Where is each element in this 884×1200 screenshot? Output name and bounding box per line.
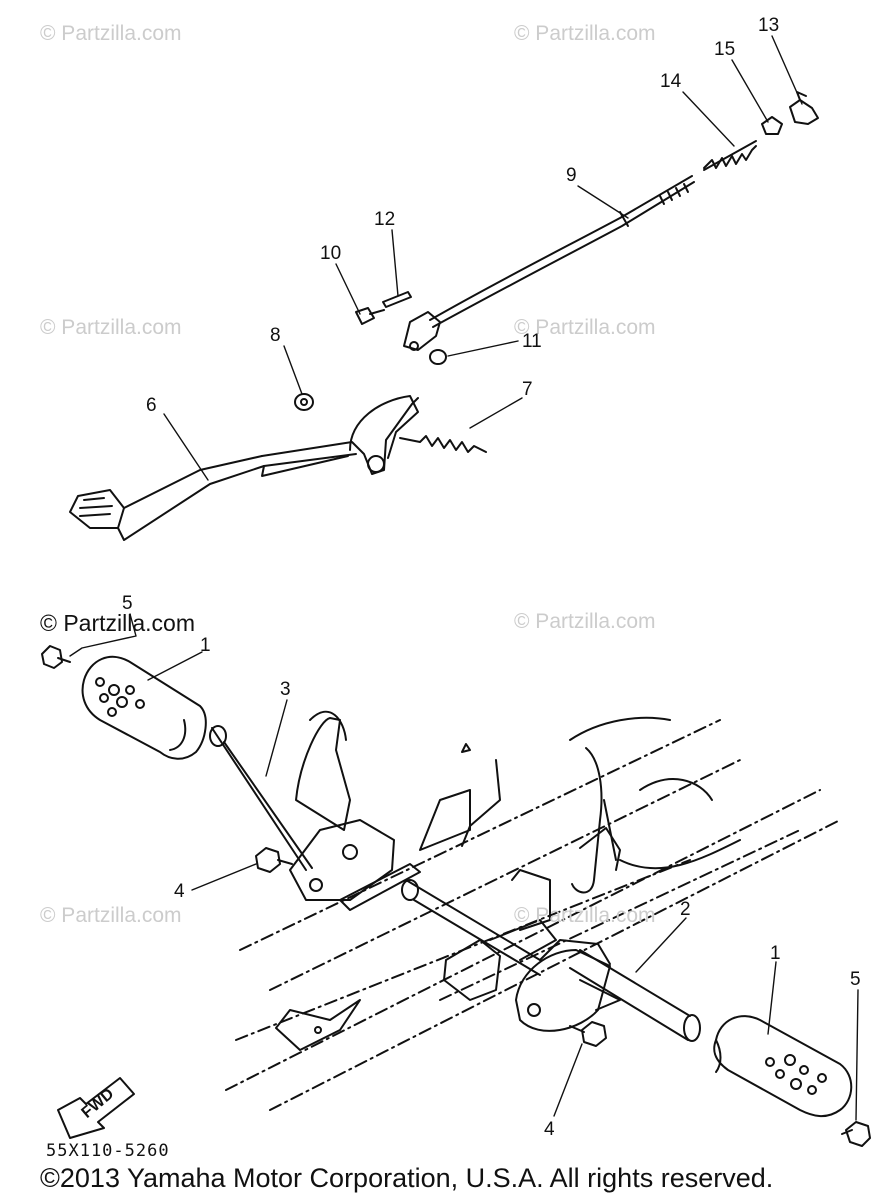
part-4-bolt-right[interactable] [569, 1021, 607, 1047]
callout-5-left[interactable]: 5 [122, 593, 133, 614]
watermark: © Partzilla.com [514, 610, 656, 633]
callout-8[interactable]: 8 [270, 325, 281, 346]
part-7-return-spring[interactable] [399, 435, 487, 453]
callout-13[interactable]: 13 [758, 15, 780, 36]
part-15-collar[interactable] [761, 116, 783, 135]
callout-4-left[interactable]: 4 [174, 881, 185, 902]
part-9-brake-rod[interactable] [429, 175, 695, 328]
callout-1-left[interactable]: 1 [200, 635, 211, 656]
center-frame-cross-bar [401, 743, 621, 1001]
watermark: © Partzilla.com [514, 904, 656, 927]
callout-7[interactable]: 7 [522, 379, 533, 400]
callout-11[interactable]: 11 [522, 331, 542, 352]
part-13-adjusting-nut[interactable] [789, 91, 819, 125]
callout-15[interactable]: 15 [714, 39, 736, 60]
part-2-footrest-bracket-right[interactable] [515, 939, 701, 1042]
drawing-code: 55X110-5260 [46, 1141, 170, 1161]
part-1-footrest-left[interactable] [81, 655, 207, 760]
part-6-brake-pedal[interactable] [69, 395, 419, 541]
watermark: © Partzilla.com [40, 904, 182, 927]
watermark: © Partzilla.com [514, 22, 656, 45]
part-3-footrest-bracket-left[interactable] [209, 710, 421, 911]
part-12-cotter-pin[interactable] [382, 291, 412, 308]
fwd-arrow-icon [57, 1077, 135, 1139]
callout-2[interactable]: 2 [680, 899, 691, 920]
watermark: © Partzilla.com [40, 316, 182, 339]
part-4-bolt-left[interactable] [255, 847, 293, 873]
callout-6[interactable]: 6 [146, 395, 157, 416]
part-10-pin[interactable] [355, 307, 385, 325]
part-5-bolt-right[interactable] [841, 1121, 871, 1147]
watermark: © Partzilla.com [40, 610, 195, 636]
watermark: © Partzilla.com [40, 22, 182, 45]
part-14-spring[interactable] [703, 140, 757, 171]
copyright-notice: ©2013 Yamaha Motor Corporation, U.S.A. A… [40, 1163, 774, 1193]
part-8-washer[interactable] [294, 393, 314, 411]
callout-14[interactable]: 14 [660, 71, 682, 92]
callout-1-right[interactable]: 1 [770, 943, 781, 964]
rod-end-clevis[interactable] [403, 311, 441, 351]
callout-9[interactable]: 9 [566, 165, 577, 186]
watermark: © Partzilla.com [514, 316, 656, 339]
callout-12[interactable]: 12 [374, 209, 396, 230]
callout-leaders [69, 35, 859, 1121]
part-1-footrest-right[interactable] [713, 1015, 853, 1117]
callout-4-right[interactable]: 4 [544, 1119, 555, 1140]
lower-bracket-plate [275, 999, 361, 1051]
frame-rails [569, 716, 741, 894]
part-11-washer[interactable] [429, 349, 447, 365]
callout-10[interactable]: 10 [320, 243, 342, 264]
callout-5-right[interactable]: 5 [850, 969, 861, 990]
callout-3[interactable]: 3 [280, 679, 291, 700]
part-5-bolt-left[interactable] [41, 645, 71, 669]
